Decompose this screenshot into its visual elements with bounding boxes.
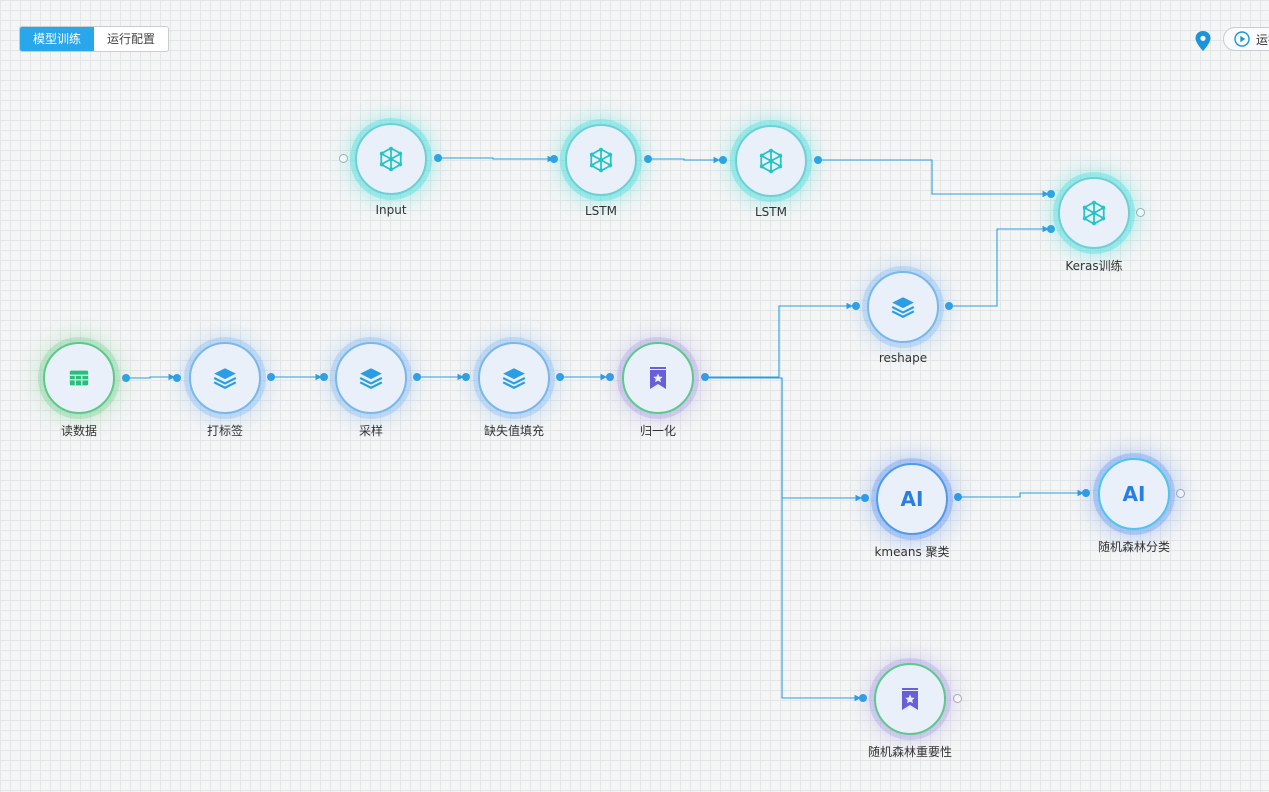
node-sample[interactable]: 采样 [335, 342, 407, 438]
port-keras-out[interactable] [1136, 208, 1145, 217]
port-rfc-in[interactable] [1082, 489, 1090, 497]
tab-model-training[interactable]: 模型训练 [20, 27, 95, 51]
node-lstm-1[interactable]: LSTM [565, 124, 637, 218]
node-read-data-label: 读数据 [60, 424, 97, 438]
node-lstm-2-circle [735, 125, 807, 197]
node-sample-label: 采样 [358, 424, 383, 438]
node-keras-train[interactable]: Keras训练 [1058, 177, 1130, 273]
port-reshape-in[interactable] [852, 302, 860, 310]
node-reshape-label: reshape [878, 351, 928, 365]
port-sample-in[interactable] [320, 373, 328, 381]
run-button-label: 运行 [1256, 32, 1269, 47]
ai-icon: AI [900, 487, 924, 511]
node-tag[interactable]: 打标签 [189, 342, 261, 438]
edge-lstm1-lstm2 [647, 156, 721, 164]
node-normalize[interactable]: 归一化 [622, 342, 694, 438]
port-rfc-out[interactable] [1176, 489, 1185, 498]
edge-norm-reshape [705, 302, 854, 378]
network-icon [758, 148, 784, 174]
port-read-out[interactable] [122, 374, 130, 382]
bookmark-star-icon [898, 687, 922, 711]
bookmark-star-icon [646, 366, 670, 390]
node-tag-circle [189, 342, 261, 414]
layers-icon [212, 365, 238, 391]
port-tag-in[interactable] [173, 374, 181, 382]
node-read-data[interactable]: 读数据 [43, 342, 115, 438]
ai-icon: AI [1122, 482, 1146, 506]
node-lstm-2[interactable]: LSTM [735, 125, 807, 219]
port-sample-out[interactable] [413, 373, 421, 381]
port-lstm2-out[interactable] [814, 156, 822, 164]
node-reshape[interactable]: reshape [867, 271, 939, 365]
node-lstm-2-label: LSTM [755, 205, 787, 219]
node-random-forest-importance-label: 随机森林重要性 [867, 745, 952, 759]
port-rfi-in[interactable] [859, 694, 867, 702]
node-sample-circle [335, 342, 407, 414]
node-fill-missing[interactable]: 缺失值填充 [478, 342, 550, 438]
port-fill-in[interactable] [462, 373, 470, 381]
node-random-forest-importance[interactable]: 随机森林重要性 [868, 663, 952, 759]
run-button[interactable]: 运行 [1223, 27, 1269, 51]
node-random-forest-classify[interactable]: AI 随机森林分类 [1098, 458, 1170, 554]
edge-kmeans-rfc [958, 489, 1085, 498]
network-icon [378, 146, 404, 172]
tab-run-config[interactable]: 运行配置 [107, 32, 156, 46]
node-normalize-circle [622, 342, 694, 414]
tab-bar: 模型训练 运行配置 [19, 26, 170, 52]
port-keras-in-2[interactable] [1047, 225, 1055, 233]
port-fill-out[interactable] [556, 373, 564, 381]
layers-icon [890, 294, 916, 320]
node-lstm-1-circle [565, 124, 637, 196]
edge-input-lstm1 [438, 155, 555, 163]
port-input-in[interactable] [339, 154, 348, 163]
edge-lstm2-keras [817, 159, 1050, 198]
port-keras-in-1[interactable] [1047, 190, 1055, 198]
node-kmeans-circle: AI [876, 463, 948, 535]
port-lstm2-in[interactable] [719, 156, 727, 164]
port-lstm1-out[interactable] [644, 155, 652, 163]
node-keras-train-label: Keras训练 [1065, 259, 1123, 273]
node-input-circle [355, 123, 427, 195]
node-keras-train-circle [1058, 177, 1130, 249]
port-kmeans-out[interactable] [954, 493, 962, 501]
port-norm-out[interactable] [701, 373, 709, 381]
layers-icon [501, 365, 527, 391]
port-tag-out[interactable] [267, 373, 275, 381]
node-fill-missing-label: 缺失值填充 [483, 424, 544, 438]
play-circle-icon [1234, 31, 1250, 47]
node-lstm-1-label: LSTM [585, 204, 617, 218]
edge-reshape-keras [949, 225, 1050, 307]
port-reshape-out[interactable] [945, 302, 953, 310]
node-random-forest-classify-circle: AI [1098, 458, 1170, 530]
node-random-forest-importance-circle [874, 663, 946, 735]
node-tag-label: 打标签 [206, 424, 243, 438]
network-icon [1081, 200, 1107, 226]
map-pin-icon[interactable] [1195, 31, 1211, 51]
edge-read-tag [126, 373, 176, 381]
node-kmeans[interactable]: AI kmeans 聚类 [874, 463, 950, 559]
node-normalize-label: 归一化 [639, 424, 676, 438]
node-random-forest-classify-label: 随机森林分类 [1097, 540, 1170, 554]
network-icon [588, 147, 614, 173]
node-kmeans-label: kmeans 聚类 [874, 545, 950, 559]
node-reshape-circle [867, 271, 939, 343]
port-rfi-out[interactable] [953, 694, 962, 703]
port-input-out[interactable] [434, 154, 442, 162]
layers-icon [358, 365, 384, 391]
node-fill-missing-circle [478, 342, 550, 414]
node-input-label: Input [375, 203, 407, 217]
node-read-data-circle [43, 342, 115, 414]
edge-norm-rfi [705, 377, 862, 702]
port-kmeans-in[interactable] [861, 494, 869, 502]
port-norm-in[interactable] [606, 373, 614, 381]
node-input[interactable]: Input [355, 123, 427, 217]
table-icon [68, 367, 90, 389]
port-lstm1-in[interactable] [550, 155, 558, 163]
